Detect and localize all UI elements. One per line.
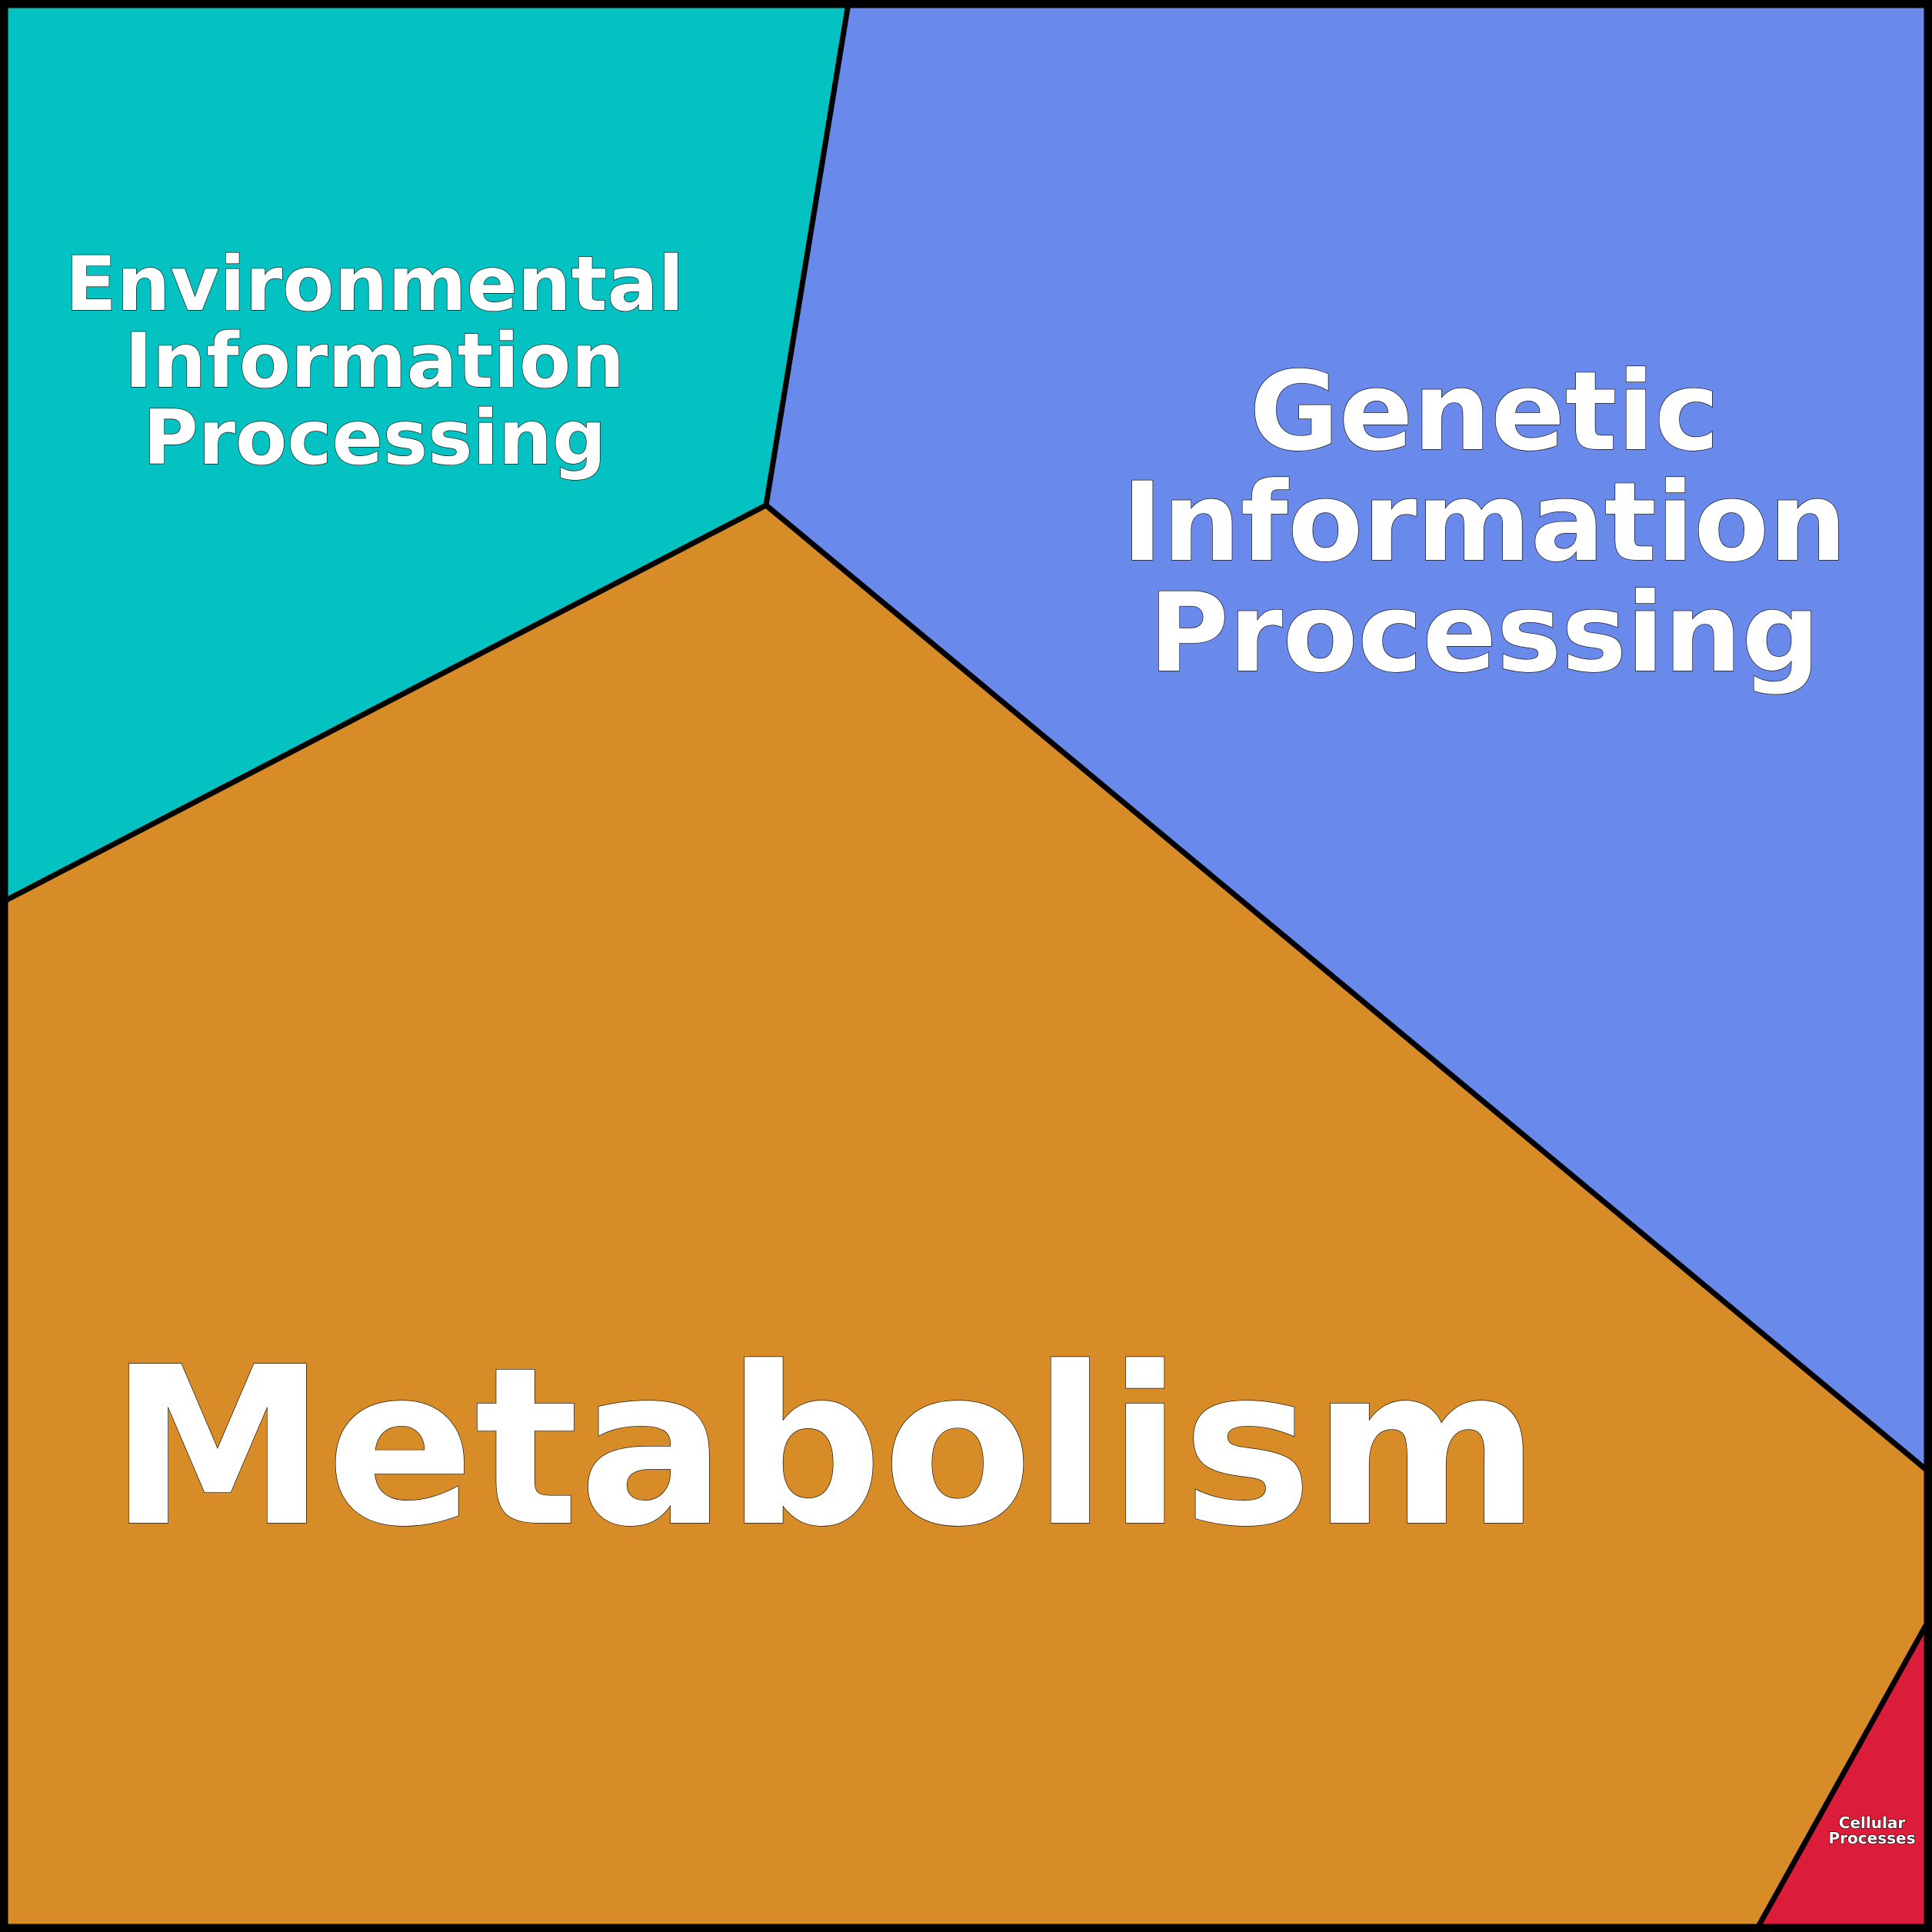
label-line: Information xyxy=(1122,459,1847,586)
label-line: Metabolism xyxy=(109,1320,1541,1574)
label-genetic-information-processing: Genetic Information Processing xyxy=(1121,348,1847,697)
label-metabolism: Metabolism xyxy=(108,1319,1541,1574)
label-line: Genetic xyxy=(1250,348,1720,475)
label-environmental-information-processing: Environmental Information Processing xyxy=(65,240,685,482)
label-cellular-processes: Cellular Processes xyxy=(1828,1813,1916,1847)
label-line: Environmental xyxy=(65,241,685,328)
label-line: Information xyxy=(125,318,625,405)
label-line: Processing xyxy=(143,395,606,482)
label-line: Cellular xyxy=(1839,1814,1906,1832)
label-line: Processes xyxy=(1829,1829,1916,1847)
label-line: Processing xyxy=(1149,570,1820,697)
